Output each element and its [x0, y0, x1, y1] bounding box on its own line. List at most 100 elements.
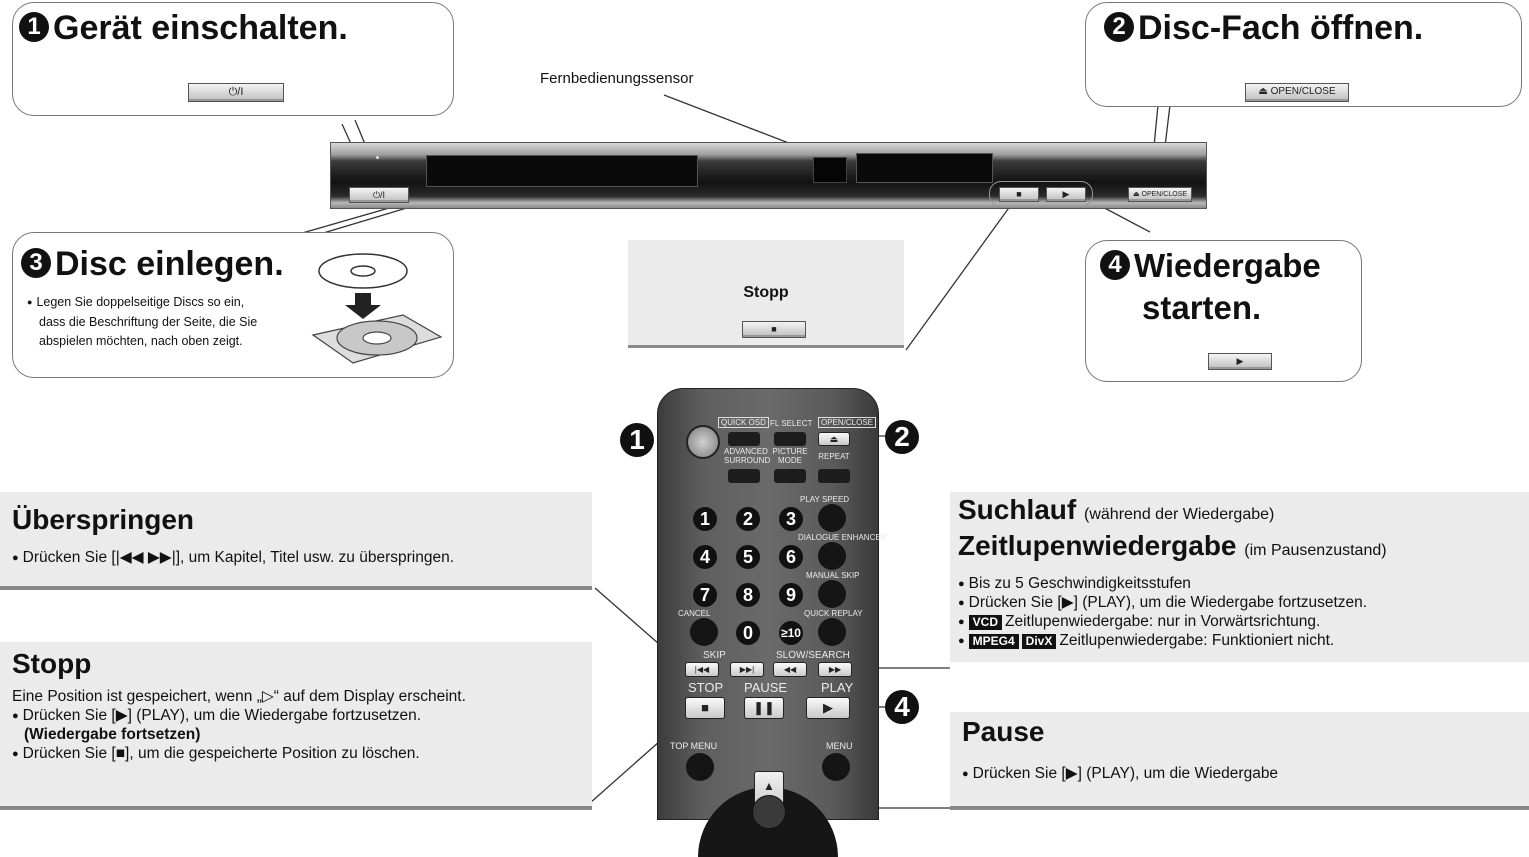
pause-text-content: Drücken Sie [▶] (PLAY), um die Wiedergab…: [972, 765, 1279, 782]
sensor-label: Fernbedienungssensor: [540, 70, 694, 87]
open-close-button-illustration: ⏏ OPEN/CLOSE: [1245, 83, 1349, 102]
player-open-close-button[interactable]: ⏏ OPEN/CLOSE: [1128, 187, 1192, 202]
player-play-button[interactable]: ▶: [1046, 187, 1086, 202]
repeat-button[interactable]: [818, 469, 850, 483]
digit-6-button[interactable]: 6: [779, 545, 803, 569]
stop-line1: ●Drücken Sie [▶] (PLAY), um die Wiederga…: [12, 707, 422, 724]
step3-line3: abspielen möchten, nach oben zeigt.: [39, 334, 243, 348]
slowmo-title-text: Zeitlupenwiedergabe: [958, 530, 1237, 561]
stop-box: Stopp ■: [628, 240, 904, 348]
slowmo-subtitle: (im Pausenzustand): [1244, 542, 1387, 559]
divx-tag: DivX: [1021, 634, 1057, 649]
stop-panel-bar: [0, 806, 592, 810]
quick-replay-label: QUICK REPLAY: [804, 609, 863, 618]
disc-tray: [426, 155, 698, 187]
step3-instructions: ●Legen Sie doppelseitige Discs so ein, d…: [27, 293, 257, 351]
picture-mode-label: PICTURE MODE: [772, 447, 808, 465]
slowmo-title: Zeitlupenwiedergabe (im Pausenzustand): [958, 530, 1387, 562]
advanced-surround-button[interactable]: [728, 469, 760, 483]
search-back-button[interactable]: ◀◀: [773, 662, 807, 677]
remote-sensor-window: [813, 157, 847, 183]
play-speed-label: PLAY SPEED: [800, 495, 850, 504]
digit-2-button[interactable]: 2: [736, 507, 760, 531]
digit-4-button[interactable]: 4: [693, 545, 717, 569]
search-line2: ●Drücken Sie [▶] (PLAY), um die Wiederga…: [958, 594, 1368, 611]
step3-number: 3: [21, 248, 51, 279]
stop-play-highlight: [989, 181, 1093, 207]
skip-text-content: Drücken Sie [|◀◀ ▶▶|], um Kapitel, Titel…: [22, 549, 455, 566]
digit-0-button[interactable]: 0: [736, 621, 760, 645]
play-button-illustration: ▶: [1208, 353, 1272, 370]
step3-title-text: Disc einlegen.: [55, 245, 284, 283]
search-line2-text: Drücken Sie [▶] (PLAY), um die Wiedergab…: [968, 594, 1368, 611]
step2-title-text: Disc-Fach öffnen.: [1138, 9, 1424, 47]
player-power-button[interactable]: ⏻/I: [349, 187, 409, 203]
player-stop-button[interactable]: ■: [999, 187, 1039, 202]
pause-panel: Pause ●Drücken Sie [▶] (PLAY), um die Wi…: [950, 712, 1529, 810]
search-panel: Suchlauf (während der Wiedergabe) Zeitlu…: [950, 492, 1529, 662]
quick-osd-button[interactable]: [728, 432, 760, 446]
remote-stop-button[interactable]: ■: [685, 697, 725, 719]
remote-play-button[interactable]: ▶: [806, 697, 850, 719]
digit-8-button[interactable]: 8: [736, 583, 760, 607]
menu-label: MENU: [826, 741, 853, 751]
digit-9-button[interactable]: 9: [779, 583, 803, 607]
mpeg4-tag: MPEG4: [968, 634, 1019, 649]
step3-line2: dass die Beschriftung der Seite, die Sie: [39, 315, 258, 329]
stop-panel: Stopp Eine Position ist gespeichert, wen…: [0, 642, 592, 810]
picture-mode-button[interactable]: [774, 469, 806, 483]
pause-label: PAUSE: [744, 680, 788, 695]
enter-button[interactable]: [752, 795, 786, 829]
remote-pause-button[interactable]: ❚❚: [744, 697, 784, 719]
manual-skip-label: MANUAL SKIP: [806, 571, 860, 580]
top-menu-label: TOP MENU: [670, 741, 718, 751]
fl-select-label: FL SELECT: [770, 419, 813, 428]
pause-panel-bar: [950, 806, 1529, 810]
top-menu-button[interactable]: [686, 753, 714, 781]
remote-callout-2: 2: [885, 420, 919, 454]
step4-title-text1: Wiedergabe: [1134, 247, 1321, 284]
dialogue-enhancer-button[interactable]: [818, 542, 846, 570]
menu-button[interactable]: [822, 753, 850, 781]
skip-forward-button[interactable]: ▶▶|: [730, 662, 764, 677]
digit-1-button[interactable]: 1: [693, 507, 717, 531]
manual-skip-button[interactable]: [818, 580, 846, 608]
digit-10-button[interactable]: ≥10: [779, 621, 803, 645]
remote-power-icon[interactable]: [686, 425, 720, 459]
stop-line1-text: Drücken Sie [▶] (PLAY), um die Wiedergab…: [22, 707, 422, 724]
stop-line2: ●Drücken Sie [■], um die gespeicherte Po…: [12, 745, 420, 762]
advanced-surround-label: ADVANCED SURROUND: [724, 447, 771, 465]
stop-box-bar: [628, 345, 904, 348]
quick-replay-button[interactable]: [818, 618, 846, 646]
pause-title: Pause: [962, 716, 1045, 747]
disc-tray-illustration: [311, 253, 443, 364]
search-forward-button[interactable]: ▶▶: [818, 662, 852, 677]
digit-7-button[interactable]: 7: [693, 583, 717, 607]
play-speed-button[interactable]: [818, 504, 846, 532]
cancel-label: CANCEL: [678, 609, 711, 618]
search-title: Suchlauf (während der Wiedergabe): [958, 494, 1274, 526]
skip-title: Überspringen: [12, 504, 195, 535]
stop-box-button: ■: [742, 321, 806, 338]
skip-panel-bar: [0, 586, 592, 590]
remote-control: QUICK OSD FL SELECT OPEN/CLOSE ⏏ ADVANCE…: [657, 388, 886, 857]
fl-select-button[interactable]: [774, 432, 806, 446]
power-button-illustration: ⏻/I: [188, 83, 284, 102]
slow-search-label: SLOW/SEARCH: [776, 650, 850, 661]
stop-line1-bold: (Wiedergabe fortsetzen): [24, 726, 201, 743]
remote-open-close-button[interactable]: ⏏: [818, 432, 850, 446]
stop-panel-title: Stopp: [12, 648, 92, 679]
search-title-text: Suchlauf: [958, 494, 1077, 525]
digit-5-button[interactable]: 5: [736, 545, 760, 569]
skip-back-button[interactable]: |◀◀: [685, 662, 719, 677]
cancel-button[interactable]: [690, 618, 718, 646]
stop-line2-text: Drücken Sie [■], um die gespeicherte Pos…: [22, 745, 420, 762]
step4-title-line2: starten.: [1142, 289, 1262, 326]
open-close-label: OPEN/CLOSE: [818, 417, 877, 428]
repeat-label: REPEAT: [818, 452, 850, 461]
digit-3-button[interactable]: 3: [779, 507, 803, 531]
